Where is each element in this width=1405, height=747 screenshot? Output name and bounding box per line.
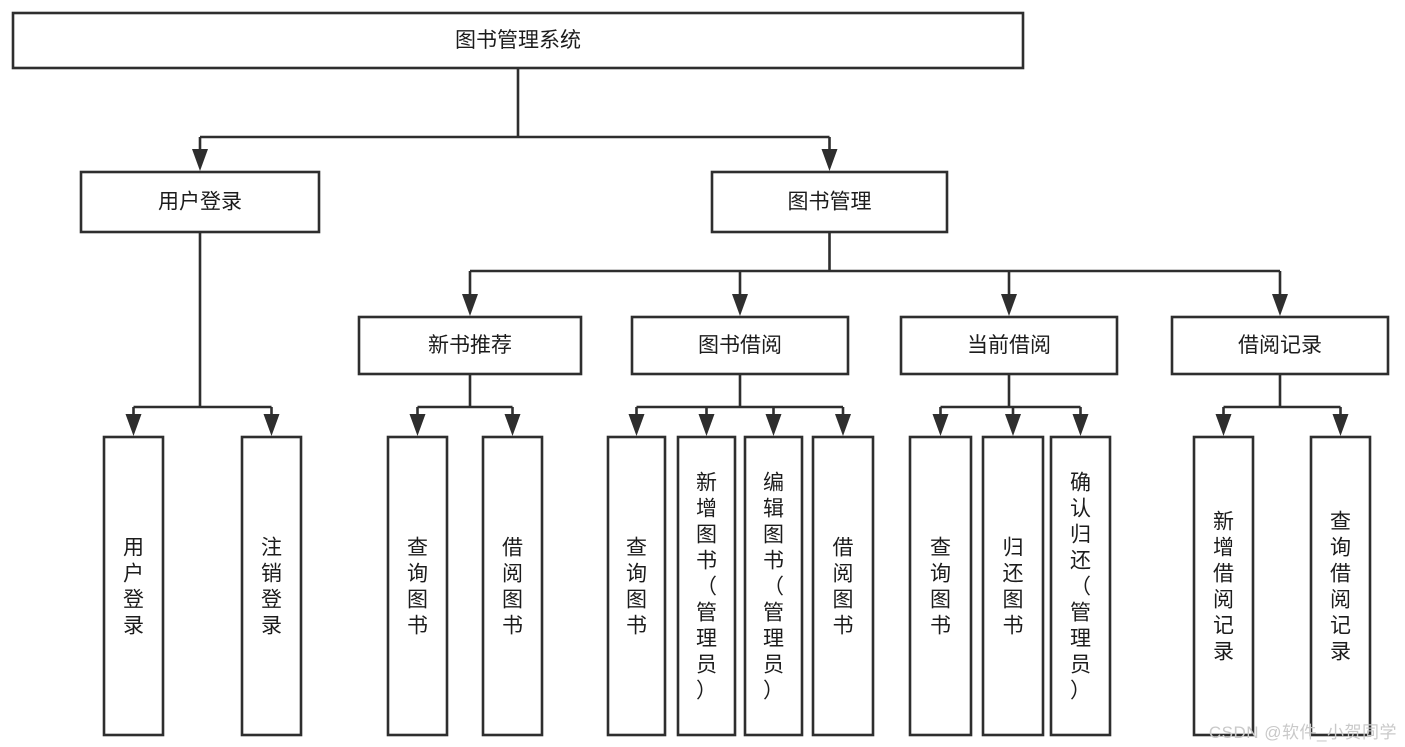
node-box-leaf-return-book[interactable]	[981, 435, 1045, 737]
node-label-leaf-borrow-book-1: 借阅图书	[502, 536, 523, 637]
node-leaf-add-record[interactable]: 新增借阅记录	[1192, 435, 1255, 737]
node-box-leaf-user-login[interactable]	[102, 435, 165, 737]
node-new-book-rec[interactable]: 新书推荐	[357, 315, 583, 376]
arrow-head-icon	[765, 414, 782, 436]
node-label-current-borrow: 当前借阅	[967, 334, 1051, 357]
node-box-book-borrow[interactable]	[630, 315, 850, 376]
node-label-leaf-confirm-return: 确认归还（管理员）	[1070, 471, 1091, 702]
arrow-head-icon	[932, 414, 949, 436]
arrow-head-icon	[409, 414, 426, 436]
arrow-head-icon	[732, 294, 748, 316]
node-box-leaf-borrow-book-2[interactable]	[811, 435, 875, 737]
node-leaf-add-book[interactable]: 新增图书（管理员）	[676, 435, 737, 737]
arrow-head-icon	[192, 149, 208, 171]
node-label-leaf-edit-book: 编辑图书（管理员）	[763, 471, 784, 702]
node-leaf-return-book[interactable]: 归还图书	[981, 435, 1045, 737]
node-label-leaf-user-login: 用户登录	[123, 536, 144, 637]
node-leaf-query-record[interactable]: 查询借阅记录	[1309, 435, 1372, 737]
node-label-leaf-query-book-2: 查询图书	[626, 536, 647, 637]
connector-layer	[125, 68, 1349, 436]
arrow-head-icon	[1001, 294, 1017, 316]
node-label-leaf-query-record: 查询借阅记录	[1330, 510, 1351, 663]
node-leaf-borrow-book-1[interactable]: 借阅图书	[481, 435, 544, 737]
node-label-book-manage: 图书管理	[788, 191, 872, 214]
node-leaf-logout-login[interactable]: 注销登录	[240, 435, 303, 737]
arrow-head-icon	[698, 414, 715, 436]
arrow-head-icon	[1005, 414, 1021, 436]
node-leaf-query-book-2[interactable]: 查询图书	[606, 435, 667, 737]
arrow-head-icon	[504, 414, 521, 436]
node-leaf-borrow-book-2[interactable]: 借阅图书	[811, 435, 875, 737]
node-box-leaf-query-record[interactable]	[1309, 435, 1372, 737]
node-box-leaf-confirm-return[interactable]	[1049, 435, 1112, 737]
arrow-head-icon	[628, 414, 645, 436]
arrow-head-icon	[821, 149, 838, 171]
node-box-leaf-add-book[interactable]	[676, 435, 737, 737]
arrow-head-icon	[125, 414, 142, 436]
arrow-head-icon	[1215, 414, 1232, 436]
node-box-book-manage[interactable]	[710, 170, 949, 234]
node-leaf-query-book-1[interactable]: 查询图书	[386, 435, 449, 737]
node-box-leaf-logout-login[interactable]	[240, 435, 303, 737]
arrow-head-icon	[1332, 414, 1349, 436]
node-box-borrow-record[interactable]	[1170, 315, 1390, 376]
node-box-leaf-query-book-3[interactable]	[908, 435, 973, 737]
arrow-head-icon	[1272, 294, 1288, 316]
node-label-leaf-borrow-book-2: 借阅图书	[833, 536, 854, 637]
node-label-leaf-query-book-3: 查询图书	[930, 536, 951, 637]
node-user-login[interactable]: 用户登录	[79, 170, 321, 234]
node-book-manage[interactable]: 图书管理	[710, 170, 949, 234]
node-label-leaf-logout-login: 注销登录	[261, 536, 282, 637]
node-box-root[interactable]	[11, 11, 1025, 70]
node-box-leaf-borrow-book-1[interactable]	[481, 435, 544, 737]
node-current-borrow[interactable]: 当前借阅	[899, 315, 1119, 376]
node-box-current-borrow[interactable]	[899, 315, 1119, 376]
node-box-leaf-edit-book[interactable]	[743, 435, 804, 737]
node-leaf-user-login[interactable]: 用户登录	[102, 435, 165, 737]
node-box-leaf-add-record[interactable]	[1192, 435, 1255, 737]
node-leaf-query-book-3[interactable]: 查询图书	[908, 435, 973, 737]
node-borrow-record[interactable]: 借阅记录	[1170, 315, 1390, 376]
node-root[interactable]: 图书管理系统	[11, 11, 1025, 70]
node-label-new-book-rec: 新书推荐	[428, 334, 512, 357]
node-leaf-confirm-return[interactable]: 确认归还（管理员）	[1049, 435, 1112, 737]
node-box-leaf-query-book-1[interactable]	[386, 435, 449, 737]
node-label-leaf-query-book-1: 查询图书	[407, 536, 428, 637]
node-layer: 图书管理系统用户登录图书管理新书推荐图书借阅当前借阅借阅记录用户登录注销登录查询…	[11, 11, 1390, 737]
arrow-head-icon	[1072, 414, 1089, 436]
node-label-leaf-return-book: 归还图书	[1003, 536, 1024, 637]
node-book-borrow[interactable]: 图书借阅	[630, 315, 850, 376]
node-box-new-book-rec[interactable]	[357, 315, 583, 376]
node-label-borrow-record: 借阅记录	[1238, 334, 1322, 357]
arrow-head-icon	[835, 414, 851, 436]
node-leaf-edit-book[interactable]: 编辑图书（管理员）	[743, 435, 804, 737]
node-label-book-borrow: 图书借阅	[698, 334, 782, 357]
node-box-user-login[interactable]	[79, 170, 321, 234]
node-box-leaf-query-book-2[interactable]	[606, 435, 667, 737]
arrow-head-icon	[263, 414, 280, 436]
node-label-leaf-add-book: 新增图书（管理员）	[696, 471, 717, 702]
node-label-leaf-add-record: 新增借阅记录	[1213, 510, 1234, 663]
arrow-head-icon	[462, 294, 478, 316]
node-label-user-login: 用户登录	[158, 191, 242, 214]
node-label-root: 图书管理系统	[455, 29, 581, 52]
